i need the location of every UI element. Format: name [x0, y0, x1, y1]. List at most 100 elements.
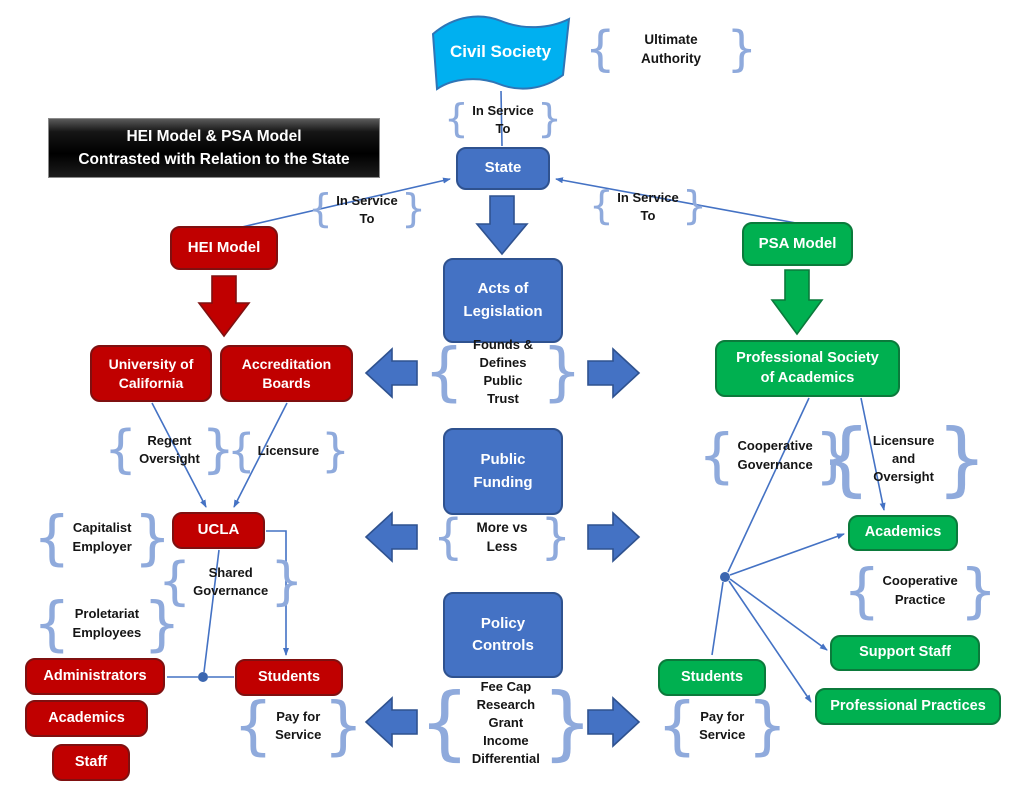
left-brace-icon: { — [820, 412, 871, 505]
left-brace-icon: { — [698, 420, 736, 490]
line-junction-academics-psa — [729, 533, 845, 576]
label-in-service-to-left: { In Service To } — [308, 187, 426, 233]
brace-line: Oversight — [873, 469, 934, 485]
left-brace-icon: { — [227, 423, 256, 477]
right-brace-icon: } — [936, 412, 988, 505]
label-licensure-and-oversight: { Licensure and Oversight } — [820, 412, 987, 505]
node-students-hei: Students — [235, 659, 343, 696]
line-heimodel-state — [241, 177, 451, 228]
brace-line: Founds & Defines — [473, 336, 533, 370]
node-accreditation-boards: Accreditation Boards — [220, 345, 353, 402]
line-junction-supportstaff — [729, 578, 828, 651]
brace-line: Pay for — [276, 708, 321, 724]
brace-line: Public Trust — [483, 373, 523, 407]
line-ucla-junction — [203, 549, 220, 673]
label-licensure: { Licensure } — [227, 423, 350, 477]
arrow-state-down — [475, 195, 529, 256]
left-brace-icon: { — [233, 688, 274, 762]
left-brace-icon: { — [158, 551, 192, 612]
brace-line: Employees — [72, 624, 142, 640]
node-students-psa: Students — [658, 659, 766, 696]
right-brace-icon: } — [143, 588, 181, 658]
node-professional-practices: Professional Practices — [815, 688, 1001, 725]
title-line2: Contrasted with Relation to the State — [78, 150, 350, 168]
right-brace-icon: } — [541, 676, 593, 769]
line-uc-ucla — [151, 402, 207, 508]
arrow-left-row2 — [364, 511, 418, 563]
brace-line: Employer — [72, 538, 132, 554]
right-brace-icon: } — [201, 419, 235, 480]
civil-society-flag-shape — [431, 15, 571, 91]
node-academics-hei: Academics — [25, 700, 148, 737]
brace-line: Regent — [147, 432, 192, 448]
right-brace-icon: } — [133, 502, 172, 572]
label-fee-cap: { Fee Cap Research Grant Income Differen… — [419, 676, 593, 769]
left-brace-icon: { — [33, 588, 71, 658]
label-more-vs-less: { More vs Less } — [433, 509, 571, 566]
node-state: State — [456, 147, 550, 190]
label-capitalist-employer: { Capitalist Employer } — [33, 502, 171, 572]
brace-line: Pay for — [700, 708, 745, 724]
node-public-funding: Public Funding — [443, 428, 563, 515]
line-civilsociety-state — [500, 90, 503, 147]
node-hei-model: HEI Model — [170, 226, 278, 270]
line-ucla-students-elbow — [266, 530, 289, 656]
brace-line: Shared — [208, 564, 253, 580]
label-regent-oversight: { Regent Oversight } — [104, 424, 235, 476]
right-brace-icon: } — [537, 97, 562, 143]
brace-text: In Service To — [336, 192, 398, 226]
label-in-service-to-center: { In Service To } — [444, 97, 562, 143]
right-brace-icon: } — [323, 688, 364, 762]
line-psamodel-state — [555, 177, 797, 224]
left-brace-icon: { — [308, 187, 333, 233]
label-cooperative-practice: { Cooperative Practice } — [843, 555, 997, 625]
junction-dot-left — [198, 672, 208, 682]
brace-text: In Service To — [472, 102, 534, 136]
right-brace-icon: } — [540, 509, 571, 566]
right-brace-icon: } — [270, 551, 304, 612]
node-psa-model: PSA Model — [742, 222, 853, 266]
label-in-service-to-right: { In Service To } — [589, 184, 707, 230]
node-civil-society: Civil Society — [449, 42, 552, 61]
right-brace-icon: } — [541, 334, 582, 408]
left-brace-icon: { — [843, 555, 881, 625]
brace-line: Fee Cap — [480, 678, 532, 694]
node-university-of-california: University of California — [90, 345, 212, 402]
node-academics-psa: Academics — [848, 515, 958, 551]
arrow-left-row1 — [364, 347, 418, 399]
arrow-right-row1 — [587, 347, 641, 399]
node-administrators: Administrators — [25, 658, 165, 695]
node-professional-society: Professional Society of Academics — [715, 340, 900, 397]
brace-line: Cooperative — [737, 438, 813, 454]
brace-line: Practice — [894, 591, 946, 607]
right-brace-icon: } — [682, 184, 707, 230]
right-brace-icon: } — [959, 555, 998, 625]
brace-line: Cooperative — [882, 573, 958, 589]
line-accreditation-ucla — [233, 402, 288, 508]
arrow-psa-down — [770, 269, 824, 336]
node-policy-controls: Policy Controls — [443, 592, 563, 678]
node-ucla: UCLA — [172, 512, 265, 549]
brace-line: Service — [275, 727, 322, 742]
brace-line: and — [892, 450, 916, 466]
right-brace-icon: } — [401, 187, 426, 233]
node-support-staff: Support Staff — [830, 635, 980, 671]
brace-line: Research Grant — [476, 696, 536, 730]
brace-line: Proletariat — [74, 606, 140, 622]
brace-text: More vs Less — [476, 520, 528, 554]
label-pay-for-service-psa: { Pay for Service } — [657, 688, 787, 762]
brace-text: Ultimate Authority — [641, 32, 701, 66]
arrow-hei-down — [197, 275, 251, 338]
right-brace-icon: } — [321, 423, 350, 477]
left-brace-icon: { — [657, 688, 698, 762]
left-brace-icon: { — [444, 97, 469, 143]
label-founds-defines: { Founds & Defines Public Trust } — [424, 334, 582, 408]
right-brace-icon: } — [726, 21, 757, 78]
arrow-left-row3 — [364, 696, 418, 748]
diagram-title: HEI Model & PSA Model Contrasted with Re… — [48, 118, 380, 178]
left-brace-icon: { — [419, 676, 470, 769]
node-acts-of-legislation: Acts of Legislation — [443, 258, 563, 343]
left-brace-icon: { — [33, 502, 71, 572]
